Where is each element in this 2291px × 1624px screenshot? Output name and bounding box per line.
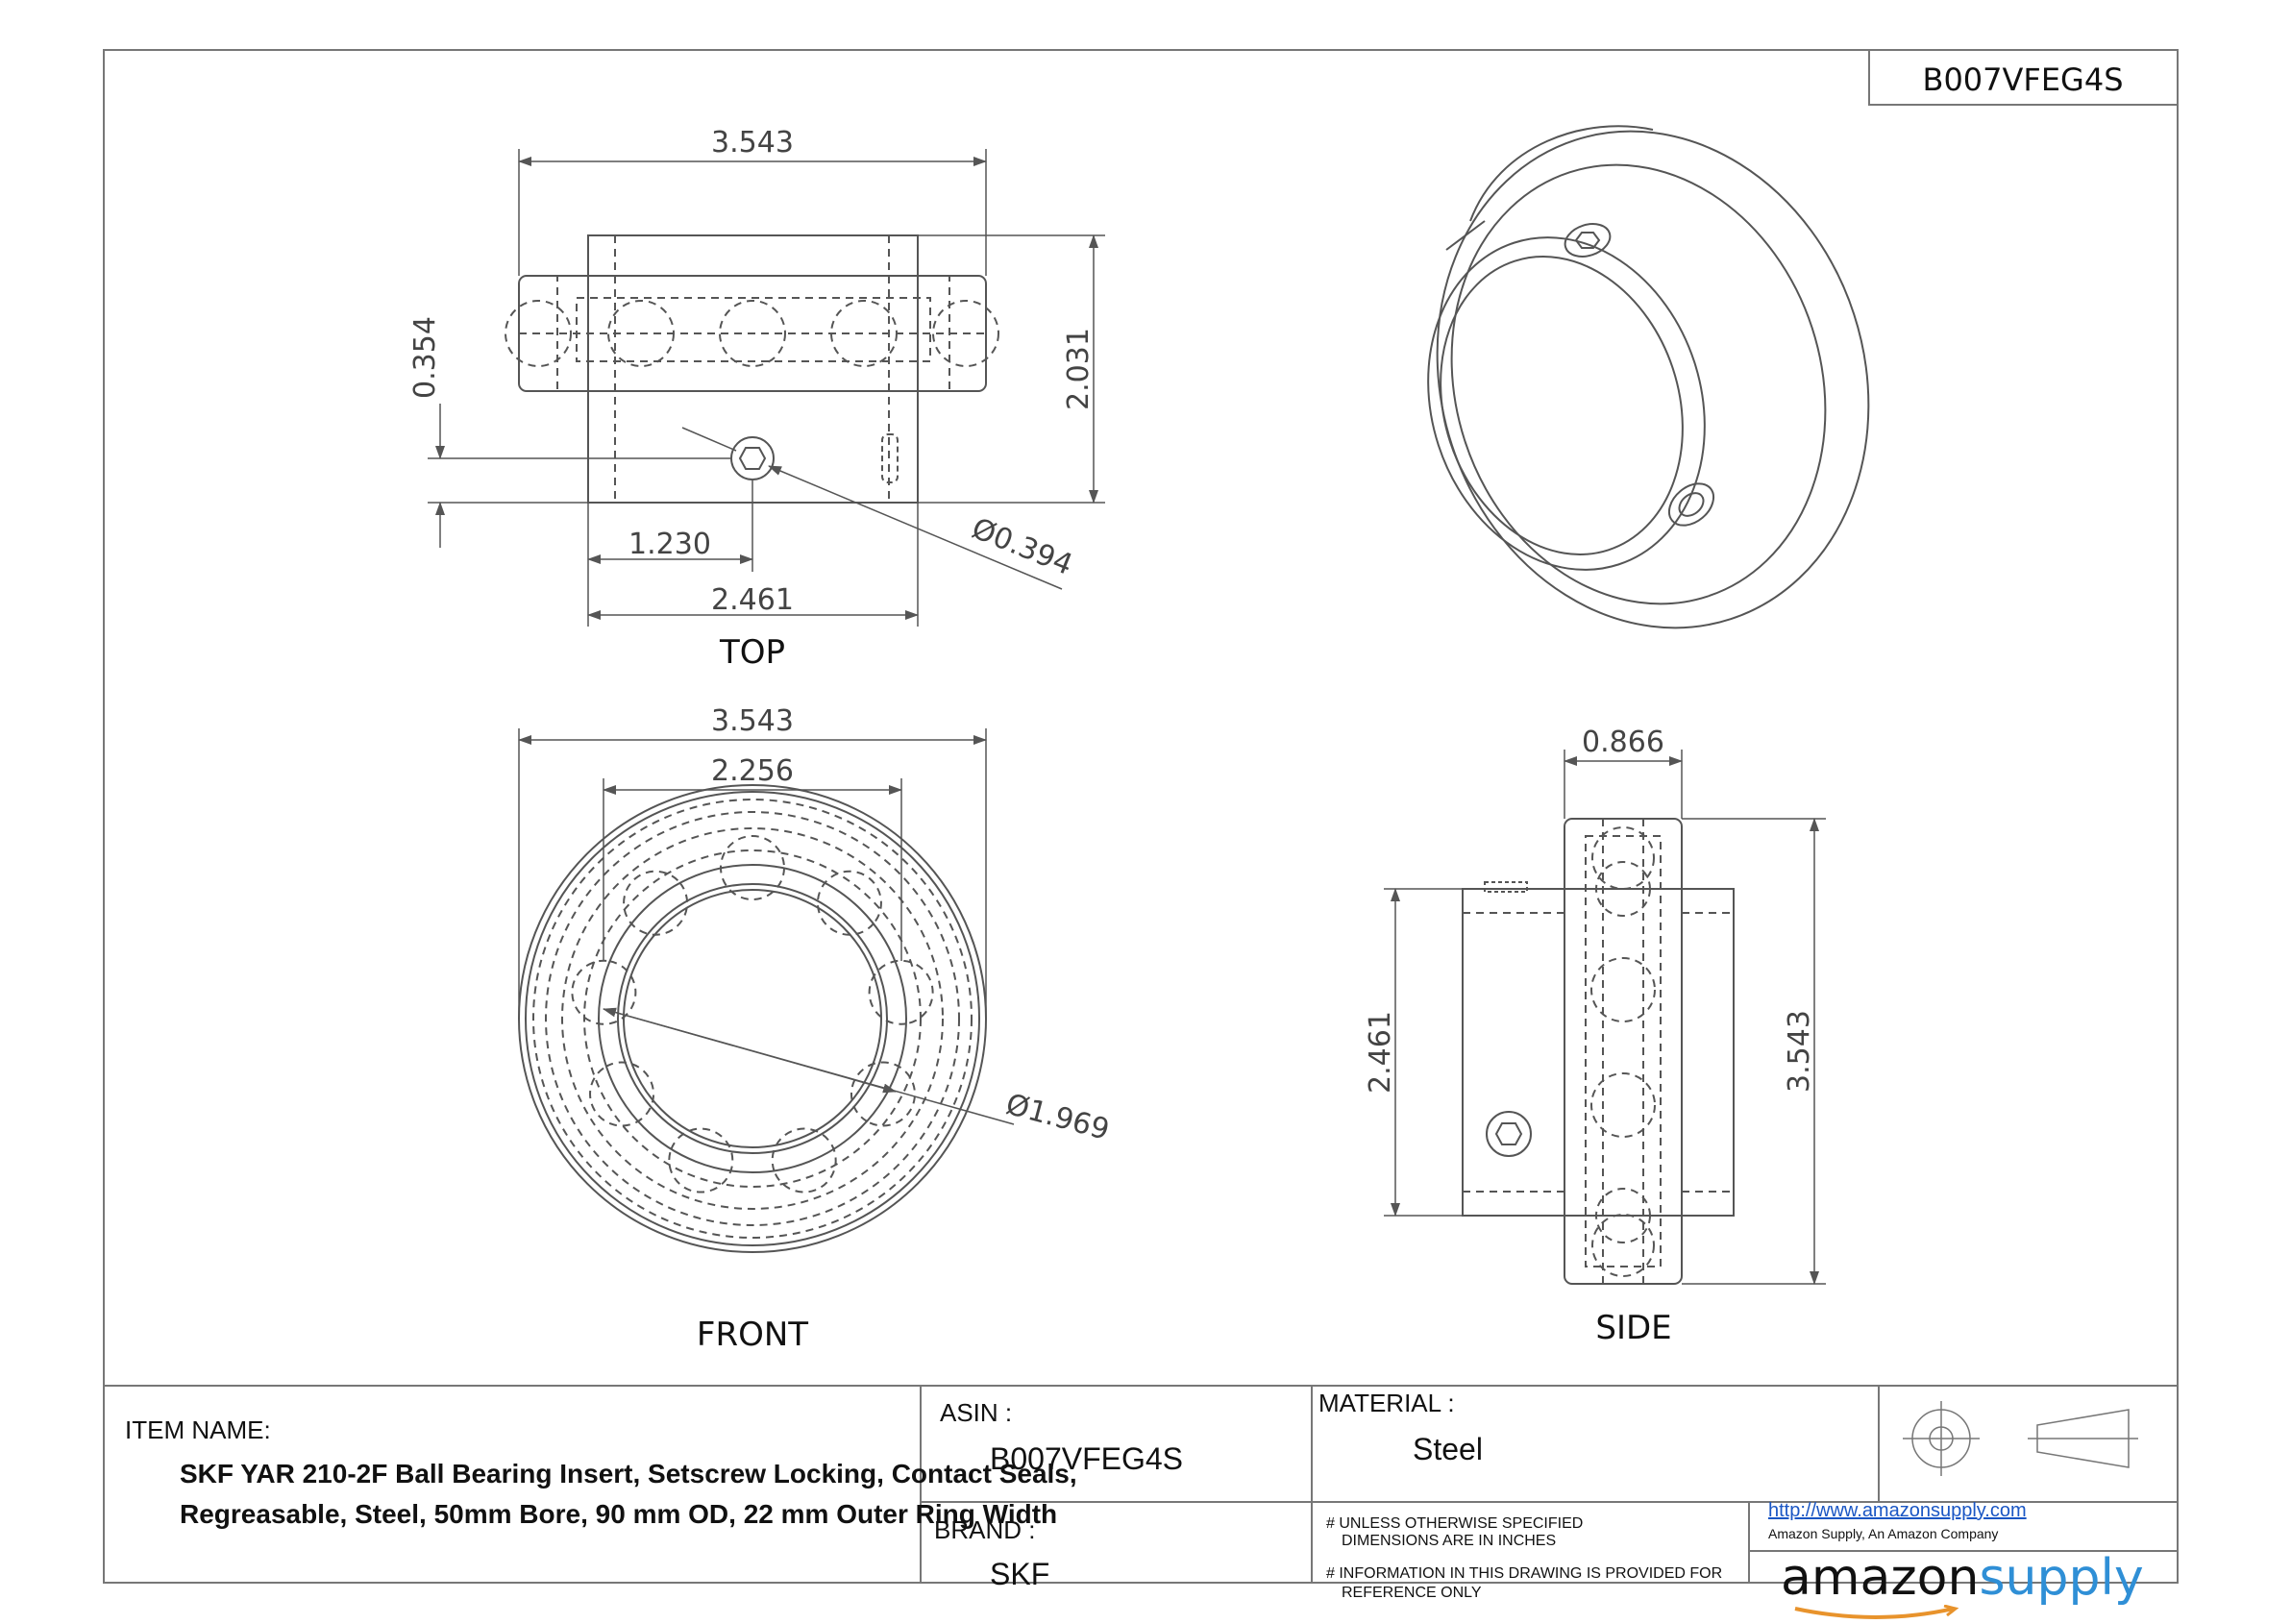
sheet-border <box>103 49 2179 1584</box>
logo-amazon: amazon <box>1781 1549 1980 1607</box>
top-view-dimensions <box>428 149 1105 627</box>
dim-side-body-len: 2.461 <box>1364 1011 1397 1094</box>
asin-label: ASIN : <box>940 1398 1013 1427</box>
note-reference-line1: # INFORMATION IN THIS DRAWING IS PROVIDE… <box>1326 1565 1723 1582</box>
dim-top-body: 2.461 <box>711 583 794 617</box>
note-units-line1: # UNLESS OTHERWISE SPECIFIED <box>1326 1515 1584 1532</box>
material-value: Steel <box>1413 1432 1483 1466</box>
side-view-dimensions <box>1384 750 1826 1285</box>
asin-value: B007VFEG4S <box>990 1441 1183 1476</box>
note-reference-line2: REFERENCE ONLY <box>1342 1585 1482 1601</box>
dim-front-bore: Ø1.969 <box>1002 1088 1113 1147</box>
amazon-smile-icon <box>1794 1605 1959 1619</box>
dim-front-inner: 2.256 <box>711 754 794 788</box>
dim-top-offset: 0.354 <box>408 316 442 399</box>
dim-front-od: 3.543 <box>711 704 794 738</box>
logo-supply: supply <box>1979 1549 2144 1607</box>
view-label-top: TOP <box>719 633 785 672</box>
front-view-dimensions <box>518 728 1015 1125</box>
title-block-grid <box>104 1385 2178 1583</box>
asin-tag-box <box>1868 49 2179 106</box>
item-name-label: ITEM NAME: <box>125 1415 271 1444</box>
view-label-side: SIDE <box>1595 1309 1671 1347</box>
asin-tag: B007VFEG4S <box>1922 62 2123 98</box>
dim-top-height: 2.031 <box>1062 328 1096 410</box>
dim-side-od: 3.543 <box>1783 1010 1816 1093</box>
side-view <box>1462 818 1735 1285</box>
note-units-line2: DIMENSIONS ARE IN INCHES <box>1342 1533 1557 1549</box>
item-name-line2: Regreasable, Steel, 50mm Bore, 90 mm OD,… <box>180 1499 1058 1529</box>
isometric-view <box>1427 125 1870 629</box>
brand-value: SKF <box>990 1557 1050 1591</box>
top-view <box>505 234 999 504</box>
dim-top-width: 3.543 <box>711 126 794 160</box>
material-label: MATERIAL : <box>1318 1389 1455 1417</box>
dim-top-hole-x: 1.230 <box>628 528 711 561</box>
front-view <box>518 784 987 1253</box>
item-name-line1: SKF YAR 210-2F Ball Bearing Insert, Sets… <box>180 1459 1077 1489</box>
dim-side-ring-width: 0.866 <box>1582 726 1664 759</box>
brand-label: BRAND : <box>934 1515 1036 1544</box>
view-label-front: FRONT <box>697 1316 808 1354</box>
projection-symbol <box>1903 1401 2138 1476</box>
amazon-supply-company: Amazon Supply, An Amazon Company <box>1768 1526 1999 1541</box>
amazon-supply-logo: amazonsupply <box>1781 1549 2144 1619</box>
amazon-supply-url[interactable]: http://www.amazonsupply.com <box>1768 1500 2027 1521</box>
